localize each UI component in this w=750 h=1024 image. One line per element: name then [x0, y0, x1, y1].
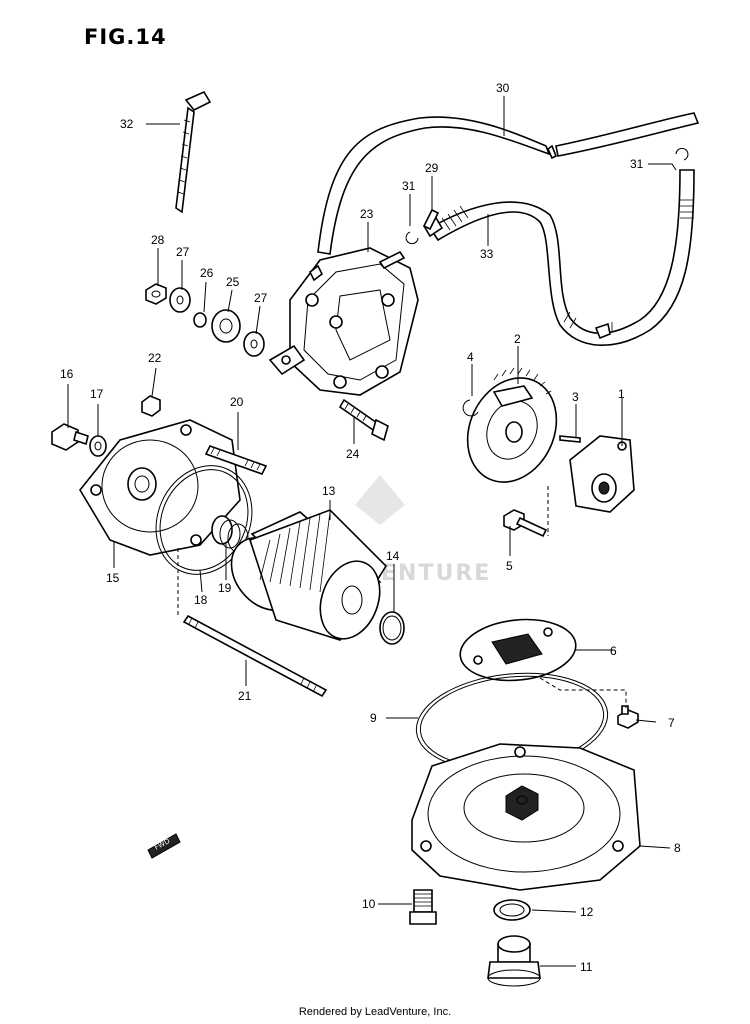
part-29-fitting[interactable] [422, 208, 440, 231]
callout-28: 28 [151, 233, 165, 247]
part-2-gear[interactable] [451, 363, 573, 496]
part-13-oil-filter[interactable] [217, 509, 390, 647]
part-27-washer-b[interactable] [243, 331, 265, 357]
callout-25: 25 [226, 275, 240, 289]
callout-29: 29 [425, 161, 439, 175]
callout-20: 20 [230, 395, 244, 409]
part-31-hose-clip[interactable] [405, 147, 689, 245]
callout-31b: 31 [630, 157, 644, 171]
callout-21: 21 [238, 689, 252, 703]
leader-lines [67, 96, 677, 967]
assembly-guide-lines [177, 486, 627, 708]
part-11-drain-plug[interactable] [487, 935, 541, 987]
callout-27a: 27 [176, 245, 190, 259]
callout-31a: 31 [402, 179, 416, 193]
callout-14: 14 [386, 549, 400, 563]
part-8-oil-pan[interactable] [411, 743, 641, 891]
part-21-stud[interactable] [182, 614, 328, 698]
callout-10: 10 [362, 897, 376, 911]
part-26-spacer[interactable] [193, 312, 207, 328]
part-28-nut[interactable] [145, 283, 167, 305]
callout-6: 6 [610, 644, 617, 658]
part-17-washer[interactable] [89, 435, 107, 457]
callout-3: 3 [572, 390, 579, 404]
part-19-spring[interactable] [211, 515, 249, 553]
callout-5: 5 [506, 559, 513, 573]
part-6-strainer[interactable] [457, 614, 579, 686]
callout-numbers: 1 2 3 4 5 6 7 8 9 10 11 12 13 14 15 16 1… [60, 81, 681, 974]
part-30-hose[interactable] [317, 112, 700, 255]
callout-8: 8 [674, 841, 681, 855]
part-23-oil-pump[interactable] [268, 247, 419, 396]
part-10-bolt[interactable] [409, 889, 437, 925]
callout-1: 1 [618, 387, 625, 401]
part-5-bolt[interactable] [503, 509, 548, 538]
callout-9: 9 [370, 711, 377, 725]
callout-24: 24 [346, 447, 360, 461]
part-27-washer-a[interactable] [169, 287, 191, 313]
callout-23: 23 [360, 207, 374, 221]
callout-19: 19 [218, 581, 232, 595]
callout-11: 11 [580, 960, 593, 974]
part-16-bolt[interactable] [51, 423, 89, 451]
callout-33: 33 [480, 247, 494, 261]
part-1-oil-pump[interactable] [569, 435, 635, 513]
render-credit: Rendered by LeadVenture, Inc. [298, 1006, 452, 1018]
callout-17: 17 [90, 387, 104, 401]
callout-12: 12 [580, 905, 594, 919]
callout-30: 30 [496, 81, 510, 95]
part-32-cable-tie[interactable] [175, 90, 212, 214]
callout-4: 4 [467, 350, 474, 364]
callout-22: 22 [148, 351, 162, 365]
callout-26: 26 [200, 266, 214, 280]
part-20-stud[interactable] [204, 445, 268, 475]
callout-16: 16 [60, 367, 74, 381]
part-14-o-ring[interactable] [379, 611, 405, 645]
callout-7: 7 [668, 716, 675, 730]
part-15-filter-cover[interactable] [79, 419, 241, 556]
part-7-screw[interactable] [617, 705, 639, 729]
callout-13: 13 [322, 484, 336, 498]
callout-2: 2 [514, 332, 521, 346]
part-22-nut[interactable] [141, 395, 161, 417]
part-12-gasket[interactable] [493, 899, 531, 921]
figure-title: FIG.14 [84, 25, 167, 49]
callout-18: 18 [194, 593, 208, 607]
part-33-hose[interactable] [422, 169, 695, 347]
callout-15: 15 [106, 571, 120, 585]
part-25-seal[interactable] [211, 309, 241, 343]
part-4-circlip[interactable] [462, 399, 479, 417]
part-24-bolt[interactable] [338, 398, 389, 442]
callout-32: 32 [120, 117, 134, 131]
forward-arrow-icon: FWD [147, 833, 181, 859]
part-3-pin[interactable] [559, 435, 581, 443]
callout-27b: 27 [254, 291, 268, 305]
